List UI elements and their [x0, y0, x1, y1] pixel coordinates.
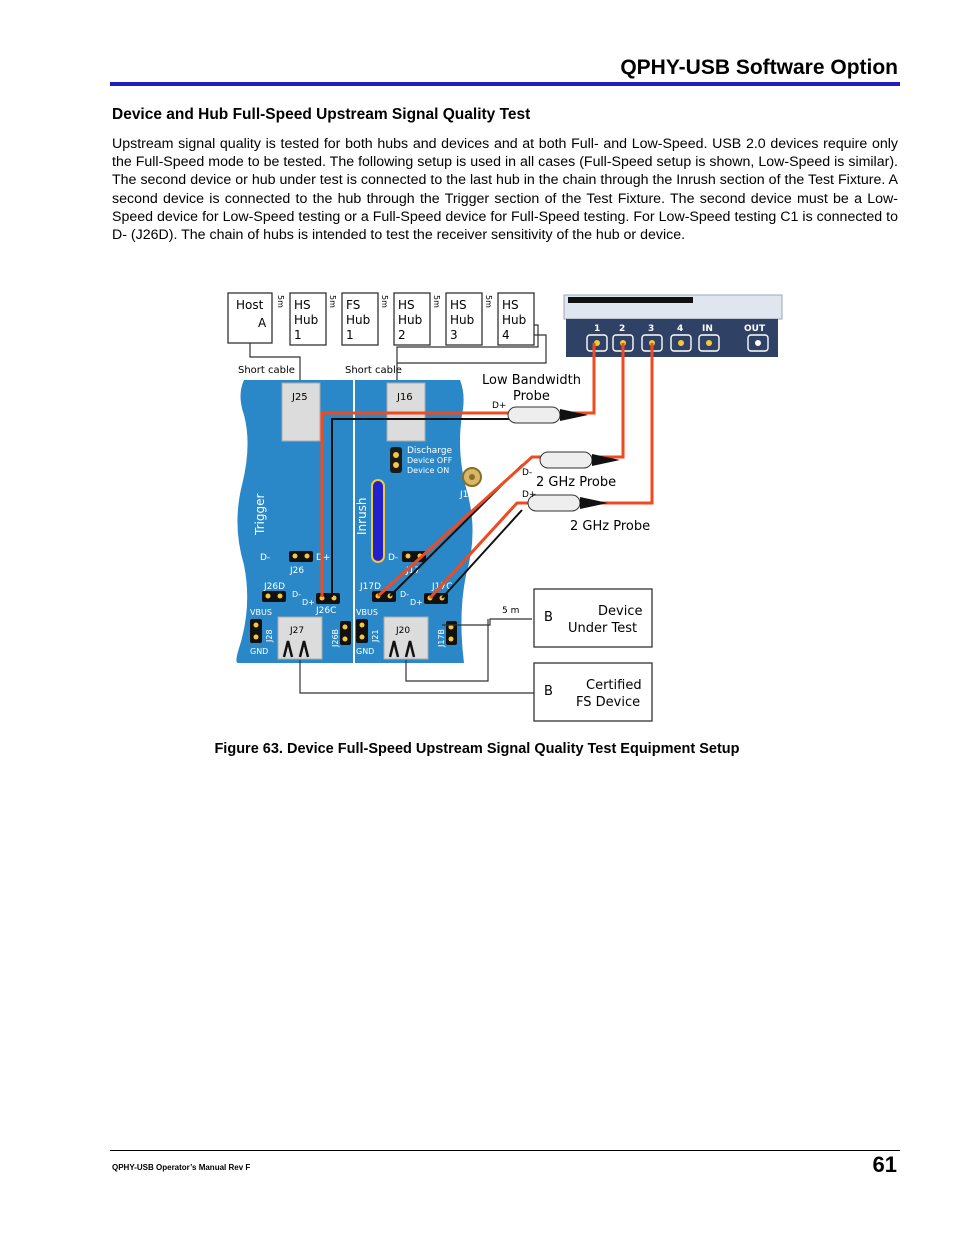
figure-caption: Figure 63. Device Full-Speed Upstream Si… — [214, 741, 740, 757]
hub-word: Hub — [502, 313, 526, 327]
hub-number: 1 — [346, 328, 354, 342]
dut-box — [533, 588, 653, 648]
dut-port-label: B — [544, 610, 553, 625]
cable-5m-label: 5m — [380, 295, 389, 308]
host-label: Host — [236, 298, 264, 312]
j25-label: J25 — [291, 392, 308, 403]
probe-d-minus-label: D- — [522, 468, 532, 478]
section-heading: Device and Hub Full-Speed Upstream Signa… — [112, 106, 531, 123]
low-bandwidth-probe-label-2: Probe — [513, 389, 550, 404]
hub-type: FS — [346, 298, 360, 312]
j26b-label: J26B — [331, 629, 340, 648]
d-minus-label: D- — [260, 553, 270, 563]
devices: 5 m B Device Under Test B Certified FS D… — [299, 588, 653, 722]
hub-type: HS — [502, 298, 519, 312]
ghz-probe-label: 2 GHz Probe — [536, 475, 616, 490]
inrush-label: Inrush — [355, 497, 369, 535]
ghz-probe-label-2: 2 GHz Probe — [570, 519, 650, 534]
hub-word: Hub — [294, 313, 318, 327]
dut-label: Device — [598, 604, 642, 619]
hub-box — [341, 292, 379, 346]
header-rule — [110, 82, 900, 86]
hub-word: Hub — [346, 313, 370, 327]
device-on-label: Device ON — [407, 466, 449, 475]
hub-number: 4 — [502, 328, 510, 342]
page-number: 61 — [872, 1152, 897, 1177]
cable-5m-label: 5m — [276, 295, 285, 308]
d-minus-label: D- — [388, 553, 398, 563]
gnd-label: GND — [356, 647, 374, 656]
host-port-label: A — [258, 316, 267, 330]
discharge-label: Discharge — [407, 446, 453, 456]
hub-number: 2 — [398, 328, 406, 342]
d-plus-label: D+ — [302, 598, 315, 607]
hub-box — [289, 292, 327, 346]
j21-label: J21 — [371, 629, 380, 643]
vbus-label: VBUS — [250, 608, 272, 617]
cable-5m-label: 5 m — [502, 606, 519, 616]
j17-label: J17 — [405, 566, 420, 576]
hub-box — [497, 292, 535, 346]
d-plus-label: D+ — [410, 598, 423, 607]
footer-rule — [110, 1150, 900, 1151]
scope-channel-label: 2 — [619, 324, 625, 334]
hub-word: Hub — [450, 313, 474, 327]
hub-number: 1 — [294, 328, 302, 342]
probe-d-plus-label: D+ — [492, 401, 506, 411]
j26c-label: J26C — [315, 606, 336, 616]
cert-label-2: FS Device — [576, 695, 640, 710]
d-minus-label: D- — [400, 590, 409, 599]
j16-label: J16 — [396, 392, 413, 403]
hub-chain: Host A 5m HS Hub 1 5m FS Hub 1 5m HS Hub… — [227, 292, 547, 383]
cable-5m-label: 5m — [484, 295, 493, 308]
cert-port-label: B — [544, 684, 553, 699]
certified-device-box — [533, 662, 653, 722]
scope-in-label: IN — [702, 324, 713, 334]
d-minus-label: D- — [292, 590, 301, 599]
scope-channel-label: 1 — [594, 324, 600, 334]
scope-channel-label: 4 — [677, 324, 683, 334]
dut-label-2: Under Test — [568, 621, 637, 636]
j26d-label: J26D — [263, 582, 285, 592]
device-off-label: Device OFF — [407, 456, 453, 465]
j20-label: J20 — [395, 626, 410, 636]
inrush-jumper — [371, 479, 385, 563]
low-bandwidth-probe-label: Low Bandwidth — [482, 373, 581, 388]
host-box — [227, 292, 273, 344]
test-fixture-board: J25 J16 TDR Host Discharge Device OFF De… — [236, 380, 482, 663]
setup-diagram: Host A 5m HS Hub 1 5m FS Hub 1 5m HS Hub… — [227, 292, 783, 722]
vbus-label: VBUS — [356, 608, 378, 617]
short-cable-label: Short cable — [238, 365, 295, 376]
footer-manual-title: QPHY-USB Operator’s Manual Rev F — [112, 1163, 251, 1172]
cert-label: Certified — [586, 678, 642, 693]
hub-type: HS — [294, 298, 311, 312]
oscilloscope-panel: 1 2 3 4 IN OUT — [563, 294, 783, 357]
body-paragraph: Upstream signal quality is tested for bo… — [112, 136, 898, 244]
j27-label: J27 — [289, 626, 304, 636]
trigger-label: Trigger — [253, 494, 267, 536]
hub-box — [445, 292, 483, 346]
j1-label: J1 — [459, 490, 468, 500]
scope-out-label: OUT — [744, 324, 766, 334]
probe-wires: Low Bandwidth Probe D+ D- 2 GHz Probe D+… — [320, 343, 654, 600]
j17b-label: J17B — [437, 629, 446, 648]
scope-channel-label: 3 — [648, 324, 654, 334]
probe-d-plus-label: D+ — [522, 490, 536, 500]
j17d-label: J17D — [359, 582, 381, 592]
j28-label: J28 — [265, 629, 274, 643]
j26-label: J26 — [289, 566, 304, 576]
hub-type: HS — [450, 298, 467, 312]
gnd-label: GND — [250, 647, 268, 656]
cable-5m-label: 5m — [432, 295, 441, 308]
hub-word: Hub — [398, 313, 422, 327]
cable-5m-label: 5m — [328, 295, 337, 308]
page-header-title: QPHY-USB Software Option — [620, 56, 898, 79]
short-cable-label: Short cable — [345, 365, 402, 376]
hub-type: HS — [398, 298, 415, 312]
hub-number: 3 — [450, 328, 458, 342]
hub-box — [393, 292, 431, 346]
